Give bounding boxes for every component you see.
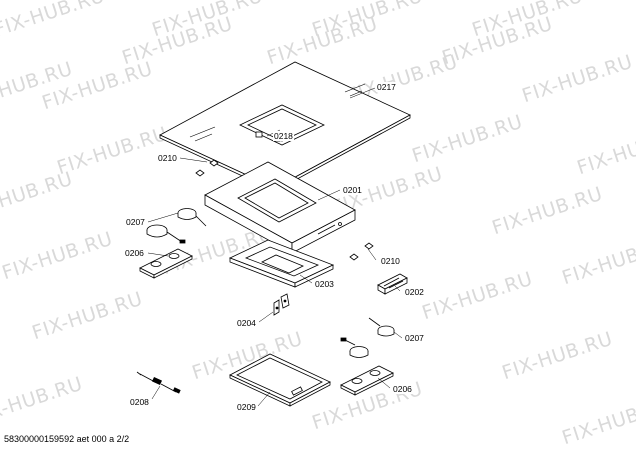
part-label-0210: 0210 — [157, 153, 178, 163]
cable — [136, 371, 181, 394]
mounting-frame — [228, 239, 335, 288]
bracket — [273, 293, 290, 316]
lamp-right — [340, 317, 395, 358]
part-label-0206: 0206 — [392, 384, 413, 394]
part-label-0204: 0204 — [236, 318, 257, 328]
part-label-0217: 0217 — [376, 82, 397, 92]
switch-block — [377, 273, 408, 295]
part-label-0202: 0202 — [404, 287, 425, 297]
clip-right — [349, 242, 374, 261]
document-footer: 58300000159592 aet 000 a 2/2 — [4, 434, 130, 444]
lamp-plate-right — [340, 365, 394, 396]
housing-box — [204, 161, 356, 254]
part-label-0206: 0206 — [124, 248, 145, 258]
part-label-0209: 0209 — [236, 402, 257, 412]
clip-left — [195, 159, 219, 177]
window-frame — [239, 104, 325, 146]
leader-lines — [147, 87, 403, 407]
part-label-0210: 0210 — [380, 256, 401, 266]
part-label-0203: 0203 — [314, 279, 335, 289]
part-label-0207: 0207 — [404, 333, 425, 343]
lamp-left — [146, 208, 207, 244]
grease-filter — [229, 353, 331, 407]
part-label-0207: 0207 — [125, 217, 146, 227]
part-label-0201: 0201 — [342, 185, 363, 195]
lamp-plate-left — [139, 248, 193, 279]
part-label-0218: 0218 — [273, 131, 294, 141]
part-label-0208: 0208 — [129, 397, 150, 407]
